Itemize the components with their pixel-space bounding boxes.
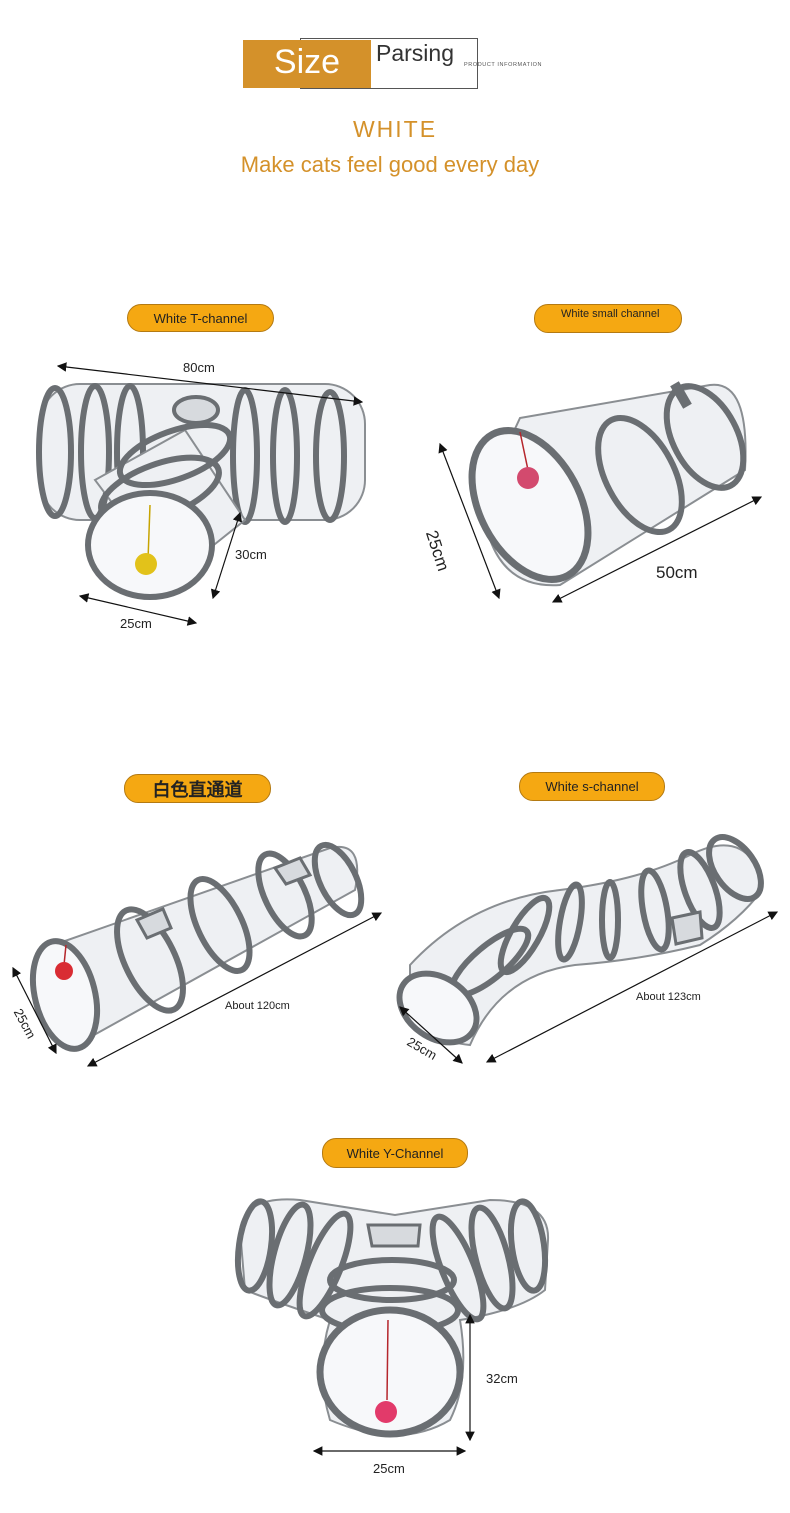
label-y-channel: White Y-Channel [322,1138,468,1168]
label-small-channel: White small channel [534,304,682,333]
product-information-caption: PRODUCT INFORMATION [464,62,543,68]
label-s-channel: White s-channel [519,772,665,801]
straight-channel-illustration [12,841,383,1067]
t-channel-diameter: 25cm [120,616,152,631]
tagline: Make cats feel good every day [240,152,540,177]
color-name: WHITE [352,116,438,142]
t-channel-length: 80cm [183,360,215,375]
y-channel-height: 32cm [486,1371,518,1386]
label-straight-channel: 白色直通道 [124,774,271,803]
s-channel-illustration [396,834,779,1064]
size-title: Size [243,40,371,88]
s-channel-length: About 123cm [636,991,701,1003]
y-channel-illustration [234,1198,550,1456]
y-channel-diameter: 25cm [373,1461,405,1476]
small-channel-length: 50cm [656,563,698,582]
t-channel-illustration [36,362,366,626]
straight-channel-length: About 120cm [225,1000,290,1012]
parsing-title: Parsing [376,40,454,66]
label-t-channel: White T-channel [127,304,274,332]
small-channel-illustration [438,381,763,603]
t-channel-height: 30cm [235,547,267,562]
